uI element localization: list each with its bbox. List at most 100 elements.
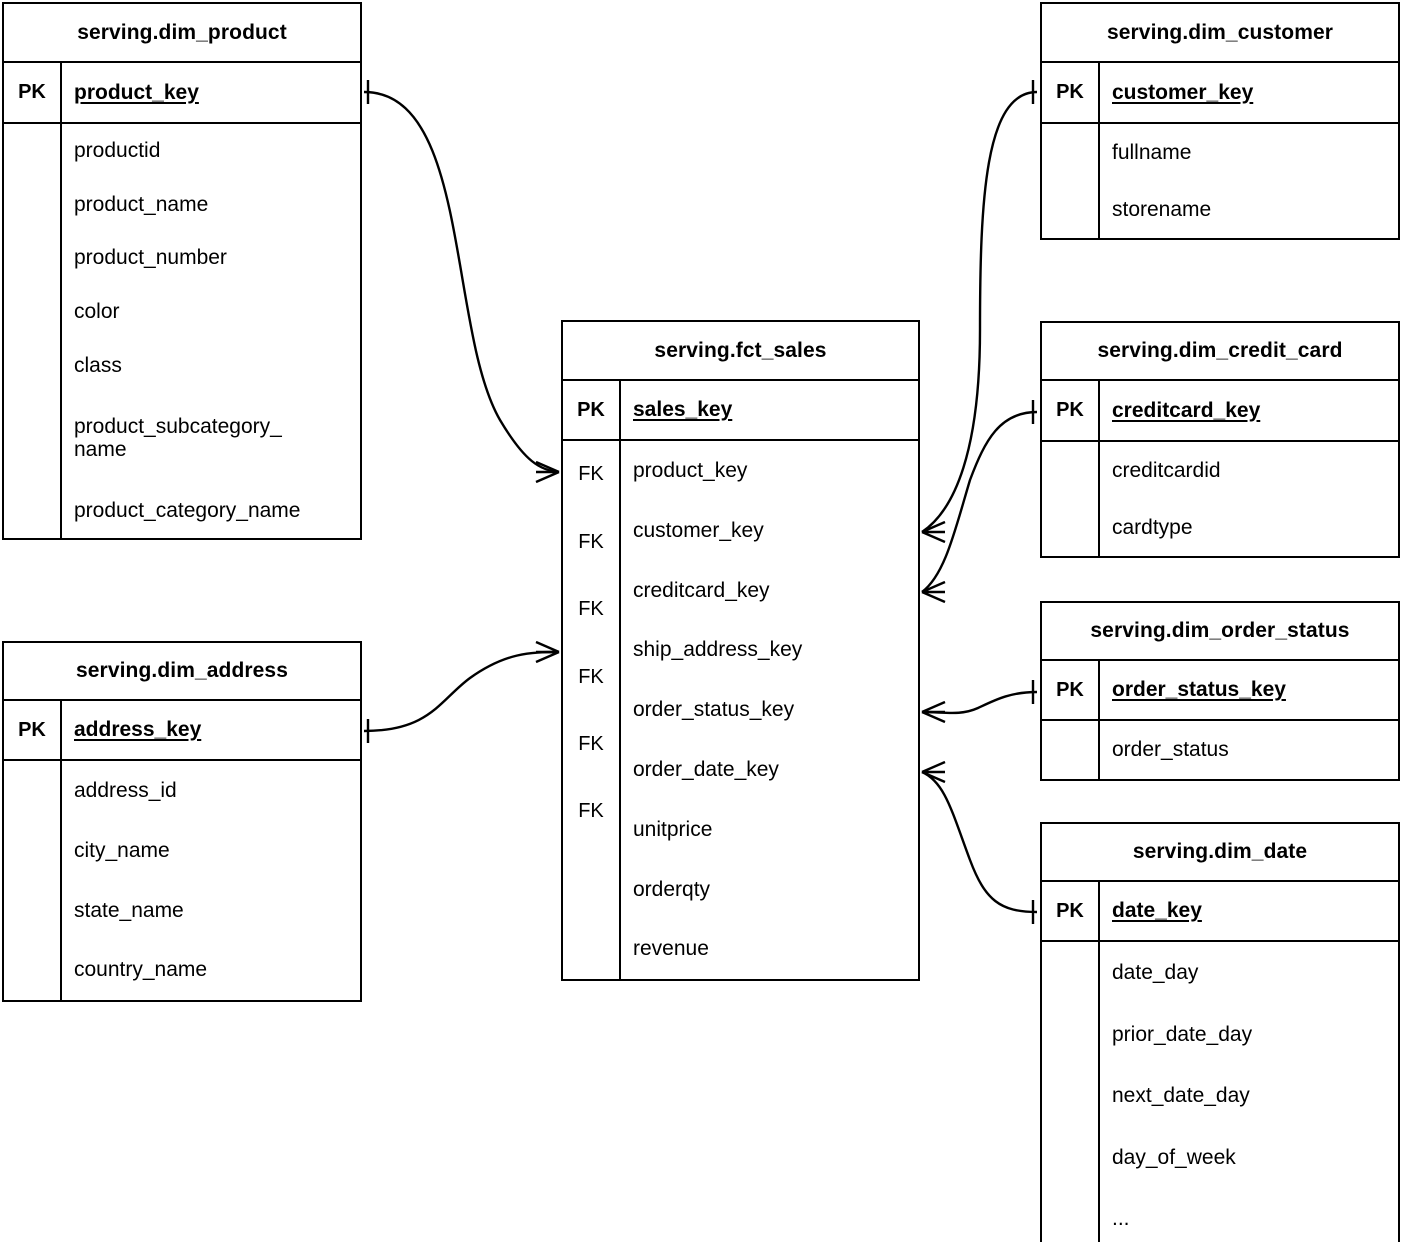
pk-badge: PK	[4, 63, 62, 122]
attribute-row: order_status_key	[633, 698, 795, 722]
fk-badge	[563, 846, 619, 890]
attribute-group-dim-product: productid product_name product_number co…	[4, 124, 360, 538]
attribute-row: orderqty	[633, 877, 711, 901]
crowsfoot-orderstatus	[921, 700, 946, 724]
fk-badge: FK	[578, 598, 604, 621]
pk-column-name: creditcard_key	[1112, 398, 1261, 422]
attribute-row: prior_date_day	[1112, 1022, 1253, 1046]
attribute-list: productid product_name product_number co…	[62, 124, 360, 538]
entity-fct-sales[interactable]: serving.fct_sales PK sales_key FK FK FK …	[561, 320, 920, 981]
fk-badge: FK	[578, 665, 604, 688]
entity-title-dim-credit-card: serving.dim_credit_card	[1042, 323, 1398, 381]
attribute-row: order_date_key	[633, 758, 779, 782]
attribute-list: address_id city_name state_name country_…	[62, 761, 360, 1000]
relationship-creditcard	[921, 410, 1038, 593]
attribute-row: order_status	[1112, 738, 1229, 762]
key-spacer	[1042, 442, 1100, 556]
attribute-row: city_name	[74, 838, 170, 862]
attribute-row: customer_key	[633, 518, 764, 542]
attribute-row: state_name	[74, 898, 184, 922]
fk-badge: FK	[578, 530, 604, 553]
entity-dim-address[interactable]: serving.dim_address PK address_key addre…	[2, 641, 362, 1002]
fk-badge: FK	[578, 463, 604, 486]
pk-badge: PK	[563, 381, 621, 439]
attribute-row: address_id	[74, 779, 177, 803]
entity-dim-order-status[interactable]: serving.dim_order_status PK order_status…	[1040, 601, 1400, 781]
pk-row-dim-credit-card: PK creditcard_key	[1042, 381, 1398, 442]
pk-badge: PK	[1042, 882, 1100, 940]
attribute-group-dim-date: date_day prior_date_day next_date_day da…	[1042, 942, 1398, 1242]
entity-title-fct-sales: serving.fct_sales	[563, 322, 918, 381]
attribute-group-dim-credit-card: creditcardid cardtype	[1042, 442, 1398, 556]
attribute-row: next_date_day	[1112, 1084, 1250, 1108]
entity-title-dim-date: serving.dim_date	[1042, 824, 1398, 882]
entity-title-dim-customer: serving.dim_customer	[1042, 4, 1398, 63]
attribute-row: product_number	[74, 246, 227, 270]
crowsfoot-address	[535, 640, 560, 664]
key-spacer	[1042, 942, 1100, 1242]
entity-dim-customer[interactable]: serving.dim_customer PK customer_key ful…	[1040, 2, 1400, 240]
fk-badge	[563, 935, 619, 979]
attribute-row: color	[74, 299, 120, 323]
pk-column-name: date_key	[1112, 899, 1202, 922]
pk-row-dim-address: PK address_key	[4, 701, 360, 761]
pk-badge: PK	[1042, 661, 1100, 719]
relationship-date	[921, 770, 1038, 914]
entity-dim-product[interactable]: serving.dim_product PK product_key produ…	[2, 2, 362, 540]
attribute-row: product_name	[74, 192, 209, 216]
entity-dim-credit-card[interactable]: serving.dim_credit_card PK creditcard_ke…	[1040, 321, 1400, 558]
pk-column-name: sales_key	[633, 398, 733, 421]
attribute-group-dim-address: address_id city_name state_name country_…	[4, 761, 360, 1000]
entity-title-dim-order-status: serving.dim_order_status	[1042, 603, 1398, 661]
pk-column-name: product_key	[74, 80, 199, 104]
attribute-row: cardtype	[1112, 515, 1193, 539]
attribute-row: storename	[1112, 197, 1212, 221]
attribute-row: product_category_name	[74, 499, 301, 523]
relationship-address	[363, 650, 560, 733]
attribute-row: product_subcategory_ name	[74, 414, 282, 462]
crowsfoot-product	[535, 460, 560, 484]
pk-badge: PK	[1042, 63, 1100, 122]
attribute-row: ...	[1112, 1207, 1130, 1231]
attribute-group-dim-order-status: order_status	[1042, 721, 1398, 779]
relationship-orderstatus	[921, 690, 1038, 715]
attribute-row: product_key	[633, 459, 748, 483]
key-spacer	[1042, 124, 1100, 238]
attribute-row: country_name	[74, 958, 208, 982]
pk-badge: PK	[1042, 381, 1100, 440]
key-spacer	[4, 124, 62, 538]
pk-row-dim-date: PK date_key	[1042, 882, 1398, 942]
pk-column-name: address_key	[74, 718, 202, 741]
pk-row-dim-product: PK product_key	[4, 63, 360, 124]
pk-row-dim-order-status: PK order_status_key	[1042, 661, 1398, 721]
fk-badge: FK	[578, 732, 604, 755]
attribute-list: product_key customer_key creditcard_key …	[621, 441, 918, 979]
attribute-list: order_status	[1100, 721, 1398, 779]
crowsfoot-date	[921, 760, 946, 784]
key-spacer	[4, 761, 62, 1000]
attribute-group-dim-customer: fullname storename	[1042, 124, 1398, 238]
attribute-row: class	[74, 353, 122, 377]
attribute-row: creditcard_key	[633, 578, 770, 602]
pk-column-name: customer_key	[1112, 80, 1254, 104]
attribute-row: day_of_week	[1112, 1145, 1236, 1169]
crowsfoot-customer	[921, 520, 946, 544]
crowsfoot-creditcard	[921, 580, 946, 604]
attribute-group-fct-sales: FK FK FK FK FK FK product_key customer_k…	[563, 441, 918, 979]
attribute-row: productid	[74, 139, 161, 163]
attribute-row: date_day	[1112, 961, 1199, 985]
fk-badge	[563, 890, 619, 934]
fk-badge: FK	[578, 800, 604, 823]
entity-dim-date[interactable]: serving.dim_date PK date_key date_day pr…	[1040, 822, 1400, 1242]
pk-column-name: order_status_key	[1112, 678, 1286, 701]
pk-badge: PK	[4, 701, 62, 759]
pk-row-dim-customer: PK customer_key	[1042, 63, 1398, 124]
relationship-product	[363, 90, 560, 474]
fk-badge-column: FK FK FK FK FK FK	[563, 441, 621, 979]
key-spacer	[1042, 721, 1100, 779]
pk-row-fct-sales: PK sales_key	[563, 381, 918, 441]
attribute-list: creditcardid cardtype	[1100, 442, 1398, 556]
entity-title-dim-product: serving.dim_product	[4, 4, 360, 63]
attribute-row: ship_address_key	[633, 638, 803, 662]
